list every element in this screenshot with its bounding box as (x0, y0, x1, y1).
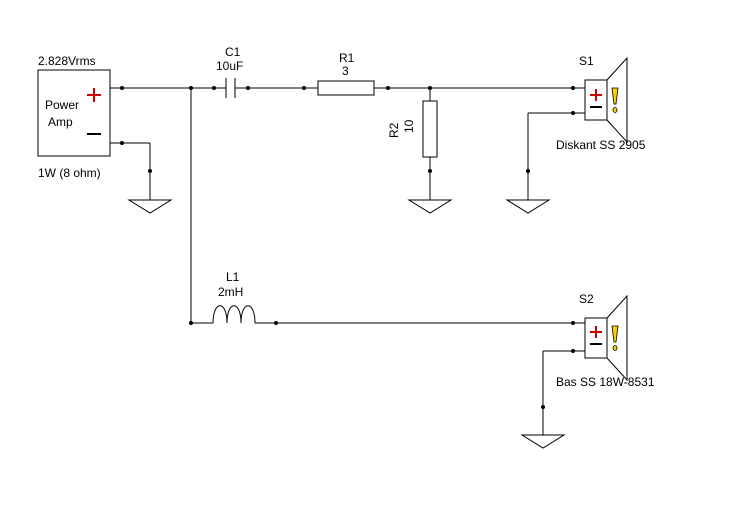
s1-warning-icon (611, 87, 619, 113)
s2-plus-icon (590, 326, 602, 338)
ground-s1-icon (505, 199, 551, 214)
power-amp-box (37, 69, 111, 157)
capacitor-c1: C1 10uF (216, 45, 243, 98)
junction-dots (120, 86, 575, 409)
s1-ref-label: S1 (579, 54, 594, 68)
ground-s2-icon (520, 434, 566, 449)
amp-voltage-label: 2.828Vrms (38, 54, 96, 68)
ground-r2-icon (407, 199, 453, 214)
amp-label-line1: Power (45, 98, 79, 112)
amp-plus-icon (87, 88, 101, 102)
s2-name-label: Bas SS 18W-8531 (556, 375, 655, 389)
s1-plus-icon (590, 89, 602, 101)
r1-ref-label: R1 (339, 51, 355, 65)
speaker-s2: S2 Bas SS 18W-8531 (556, 292, 655, 389)
power-amp: 2.828Vrms Power Amp 1W (8 ohm) (37, 54, 111, 180)
ground-amp-icon (127, 199, 173, 214)
c1-ref-label: C1 (225, 45, 241, 59)
amp-rating-label: 1W (8 ohm) (38, 166, 101, 180)
speaker-s1: S1 Diskant SS 2905 (556, 54, 646, 152)
r2-ref-label: R2 (387, 122, 401, 138)
s2-ref-label: S2 (579, 292, 594, 306)
resistor-r2: R2 10 (387, 100, 438, 158)
r2-value-label: 10 (402, 119, 416, 133)
l1-ref-label: L1 (226, 270, 240, 284)
resistor-r1: R1 3 (317, 51, 375, 96)
amp-label-line2: Amp (48, 115, 73, 129)
s1-name-label: Diskant SS 2905 (556, 138, 646, 152)
l1-value-label: 2mH (218, 285, 243, 299)
inductor-l1: L1 2mH (212, 270, 256, 324)
r1-value-label: 3 (342, 64, 349, 78)
wires (110, 87, 585, 435)
s2-warning-icon (611, 325, 619, 351)
c1-value-label: 10uF (216, 59, 243, 73)
